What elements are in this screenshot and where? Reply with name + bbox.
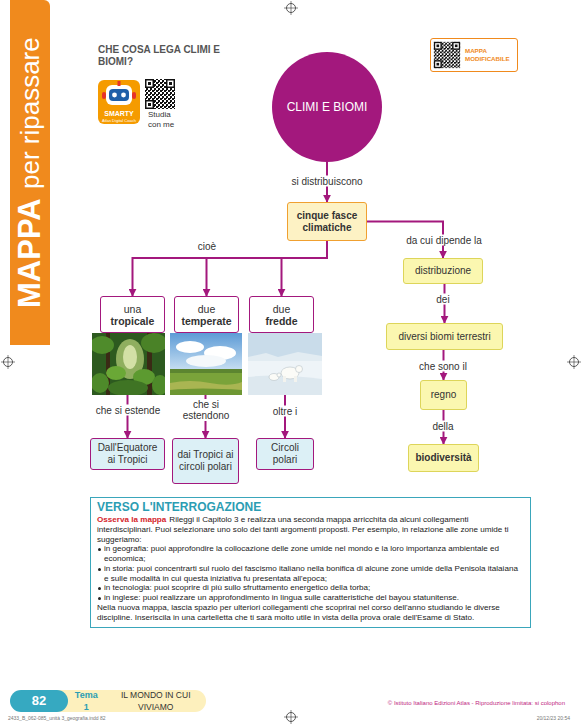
panel-heading: VERSO L'INTERROGAZIONE: [97, 500, 524, 514]
page-number: 82: [10, 690, 68, 712]
connector-label: si distribuiscono: [281, 176, 373, 187]
map-title: CHE COSA LEGA CLIMI E BIOMI?: [98, 44, 226, 68]
zone-box: duetemperate: [174, 296, 239, 333]
page-label: 2433_B_062-085_unità 3_geografia.indd 82: [8, 715, 208, 721]
node-text: IL MONDO IN CUI VIVIAMO: [105, 689, 206, 713]
connector-label: che si estendono: [176, 399, 236, 421]
node-text: tropicale: [111, 315, 155, 327]
connector-label: da cui dipende la: [398, 235, 490, 246]
qr-code: [144, 78, 176, 110]
page-label: 20/12/23 20:54: [480, 715, 570, 721]
node-text: temperate: [181, 315, 231, 327]
extent-box: dai Tropici ai circoli polari: [172, 438, 239, 484]
concept-box: diversi biomi terrestri: [386, 323, 503, 350]
jungle-photo: [92, 333, 165, 395]
node-text: Dall'Equatore ai Tropici: [95, 442, 160, 466]
page-label: SMARTY: [98, 110, 140, 118]
lead-in: Osserva la mappa: [97, 515, 166, 524]
connector-label: oltre i: [264, 406, 306, 417]
connector-label: che sono il: [412, 361, 474, 372]
node-text: Circoli polari: [261, 442, 309, 466]
node-text: una: [124, 303, 142, 315]
concept-box: regno: [420, 380, 467, 410]
page-label: © Istituto Italiano Edizioni Atlas - Rip…: [320, 699, 565, 707]
page-label: Atlas Digital Coach: [98, 118, 140, 123]
connector: [133, 241, 328, 296]
page-label: Studia con me: [148, 110, 182, 129]
smarty-icon: [98, 80, 140, 124]
crop-mark: [567, 355, 581, 369]
concept-box: cinque fasce climatiche: [287, 202, 367, 241]
node-text: cinque fasce climatiche: [292, 210, 362, 234]
connector: [282, 241, 328, 296]
concept-box: distribuzione: [403, 258, 483, 284]
zone-box: duefredde: [249, 296, 314, 333]
side-band: MAPPA per ripassare: [10, 0, 50, 345]
connector-label: che si estende: [90, 405, 167, 416]
node-text: 82: [32, 695, 46, 707]
node-text: due: [273, 303, 291, 315]
node-text: regno: [431, 389, 457, 401]
node-text: CLIMI E BIOMI: [287, 100, 368, 114]
bullet-item: in tecnologia: puoi scoprire di più sull…: [97, 583, 524, 593]
chapter-band: Tema 1IL MONDO IN CUI VIVIAMO: [56, 690, 206, 712]
extent-box: Circoli polari: [256, 438, 314, 470]
node-text: MAPPA MODIFICABILE: [465, 47, 515, 63]
crop-mark: [284, 1, 298, 15]
node-text: Tema 1: [72, 689, 100, 713]
node-text: distribuzione: [415, 265, 471, 277]
node-text: per ripassare: [11, 37, 49, 189]
connector-label: della: [422, 421, 464, 432]
node-text: due: [198, 303, 216, 315]
panel-paragraph: Osserva la mappaRileggi il Capitolo 3 e …: [97, 515, 524, 544]
polar-photo: [248, 333, 322, 395]
node-text: biodiversità: [415, 452, 471, 464]
node-text: fredde: [265, 315, 297, 327]
node-text: diversi biomi terrestri: [398, 331, 490, 343]
crop-mark: [284, 710, 298, 724]
main-circle: CLIMI E BIOMI: [272, 52, 382, 162]
concept-box: biodiversità: [408, 444, 479, 472]
bullet-item: in storia: puoi concentrarti sul ruolo d…: [97, 564, 524, 584]
qr-code: [433, 41, 461, 69]
node-text: dai Tropici ai circoli polari: [177, 449, 234, 473]
bullet-item: in inglese: puoi realizzare un approfond…: [97, 593, 524, 603]
connector: [207, 241, 328, 296]
grassland-photo: [170, 333, 242, 395]
bullet-item: in geografia: puoi approfondire la collo…: [97, 544, 524, 564]
node-text: MAPPA: [11, 199, 49, 309]
panel-paragraph: Nella nuova mappa, lascia spazio per ult…: [97, 603, 524, 623]
crop-mark: [1, 355, 15, 369]
zone-box: unatropicale: [100, 296, 165, 333]
exercise-panel: VERSO L'INTERROGAZIONEOsserva la mappaRi…: [90, 497, 531, 628]
connector-label: cioè: [191, 241, 223, 252]
extent-box: Dall'Equatore ai Tropici: [90, 438, 165, 470]
connector-label: dei: [427, 294, 459, 305]
